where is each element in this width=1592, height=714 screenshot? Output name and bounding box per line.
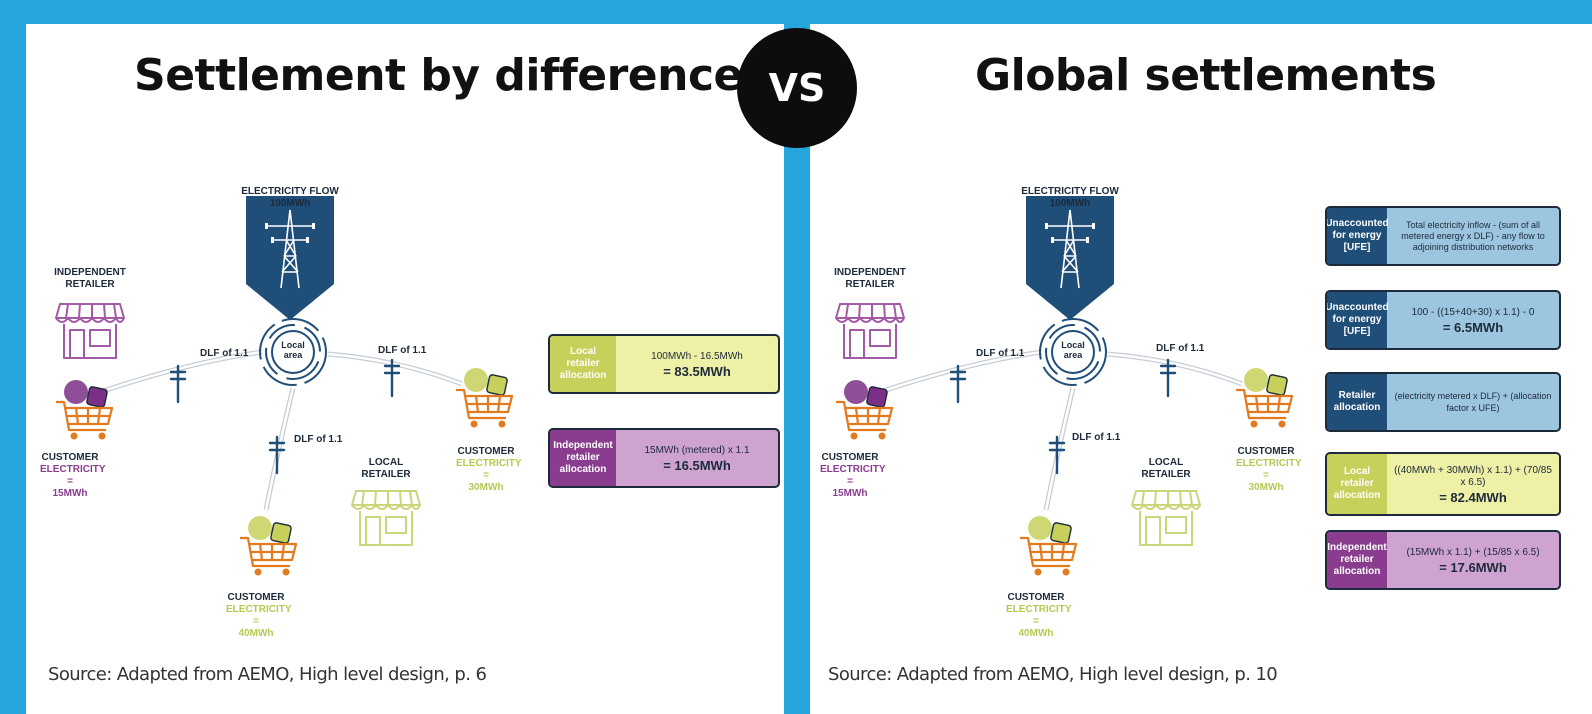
ufe-definition-box: Unaccounted for energy [UFE] Total elect… <box>1325 206 1561 266</box>
right-title: Global settlements <box>975 50 1437 101</box>
customer-cart-icon <box>1234 366 1294 429</box>
independent-retailer-allocation-box: Independent retailer allocation 15MWh (m… <box>548 428 780 488</box>
customer-label: CUSTOMER ELECTRICITY = 30MWh <box>1236 446 1302 493</box>
left-title: Settlement by difference <box>134 50 743 101</box>
local-area-label: Local area <box>1061 340 1085 360</box>
dlf-label: DLF of 1.1 <box>1156 343 1205 354</box>
power-pole-icon <box>1159 358 1177 398</box>
transmission-tower-icon <box>1025 195 1115 321</box>
local-retailer-allocation-box: Local retailer allocation 100MWh - 16.5M… <box>548 334 780 394</box>
ufe-calculation-box: Unaccounted for energy [UFE] 100 - ((15+… <box>1325 290 1561 350</box>
customer-label: CUSTOMER ELECTRICITY = 40MWh <box>226 592 292 639</box>
power-pole-icon <box>268 435 286 475</box>
left-source: Source: Adapted from AEMO, High level de… <box>48 664 487 685</box>
customer-label: CUSTOMER ELECTRICITY = 15MWh <box>40 452 106 499</box>
power-pole-icon <box>383 358 401 398</box>
independent-retailer-shop-icon <box>55 303 125 359</box>
right-source: Source: Adapted from AEMO, High level de… <box>828 664 1278 685</box>
vs-badge: VS <box>737 28 857 148</box>
customer-cart-icon <box>834 378 894 441</box>
customer-label: CUSTOMER ELECTRICITY = 30MWh <box>456 446 522 493</box>
power-pole-icon <box>1048 435 1066 475</box>
customer-cart-icon <box>454 366 514 429</box>
dlf-label: DLF of 1.1 <box>200 348 249 359</box>
independent-retailer-allocation-box: Independent retailer allocation (15MWh x… <box>1325 530 1561 590</box>
dlf-label: DLF of 1.1 <box>976 348 1025 359</box>
local-retailer-allocation-box: Local retailer allocation ((40MWh + 30MW… <box>1325 452 1561 516</box>
customer-cart-icon <box>1018 514 1078 577</box>
customer-cart-icon <box>238 514 298 577</box>
power-pole-icon <box>949 364 967 404</box>
local-retailer-shop-icon <box>351 490 421 546</box>
independent-retailer-shop-icon <box>835 303 905 359</box>
right-network <box>834 195 1294 577</box>
power-pole-icon <box>169 364 187 404</box>
customer-label: CUSTOMER ELECTRICITY = 40MWh <box>1006 592 1072 639</box>
customer-cart-icon <box>54 378 114 441</box>
left-network <box>54 195 514 577</box>
dlf-label: DLF of 1.1 <box>1072 432 1121 443</box>
transmission-tower-icon <box>245 195 335 321</box>
local-area-label: Local area <box>281 340 305 360</box>
customer-label: CUSTOMER ELECTRICITY = 15MWh <box>820 452 886 499</box>
retailer-allocation-box: Retailer allocation (electricity metered… <box>1325 372 1561 432</box>
dlf-label: DLF of 1.1 <box>378 345 427 356</box>
dlf-label: DLF of 1.1 <box>294 434 343 445</box>
local-retailer-shop-icon <box>1131 490 1201 546</box>
